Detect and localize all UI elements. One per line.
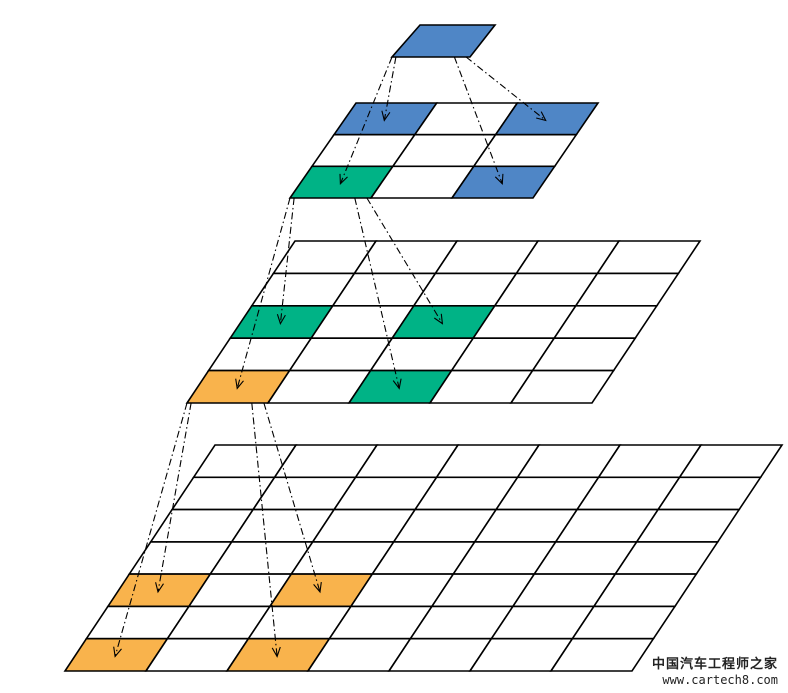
arrowhead-7 [392, 378, 402, 390]
arrowhead-11 [271, 646, 281, 658]
connection-line-10 [114, 402, 188, 657]
grid-layer-3x3 [288, 102, 600, 199]
connection-line-6 [236, 197, 291, 389]
arrowhead-2 [339, 173, 348, 186]
grid-layers [63, 24, 784, 672]
connection-line-7 [354, 197, 400, 389]
watermark-url: www.cartech8.com [662, 672, 778, 687]
arrowhead-0 [381, 110, 391, 122]
arrowhead-8 [155, 582, 164, 594]
connection-line-8 [157, 402, 192, 592]
arrowhead-9 [313, 582, 322, 594]
grid-layer-7x7 [63, 444, 784, 672]
arrowhead-10 [113, 646, 122, 658]
connection-line-2 [339, 56, 393, 185]
grid-layer-5x5 [185, 240, 702, 404]
connection-line-1 [465, 56, 547, 121]
connection-line-3 [453, 56, 503, 184]
watermark-title: 中国汽车工程师之家 [651, 657, 778, 673]
grid-cell-7x7-r6-c6 [549, 637, 655, 672]
grid-cell-blue-3x3-r2-c2 [450, 165, 557, 199]
grid-layer-1x1 [390, 24, 497, 58]
connection-line-4 [279, 197, 295, 324]
receptive-field-connections [113, 56, 547, 658]
arrowhead-3 [494, 173, 504, 186]
connection-line-0 [383, 56, 397, 121]
grid-cell-5x5-r4-c4 [509, 369, 616, 404]
connection-line-9 [263, 402, 321, 593]
watermark: 中国汽车工程师之家 www.cartech8.com [652, 657, 778, 687]
arrowhead-6 [235, 378, 244, 390]
arrowhead-4 [276, 314, 286, 325]
arrowhead-5 [433, 313, 444, 325]
connection-line-5 [366, 197, 443, 324]
arrowhead-1 [536, 111, 547, 122]
connection-line-11 [251, 402, 278, 657]
grid-cell-blue-1x1-r0-c0 [390, 24, 497, 58]
